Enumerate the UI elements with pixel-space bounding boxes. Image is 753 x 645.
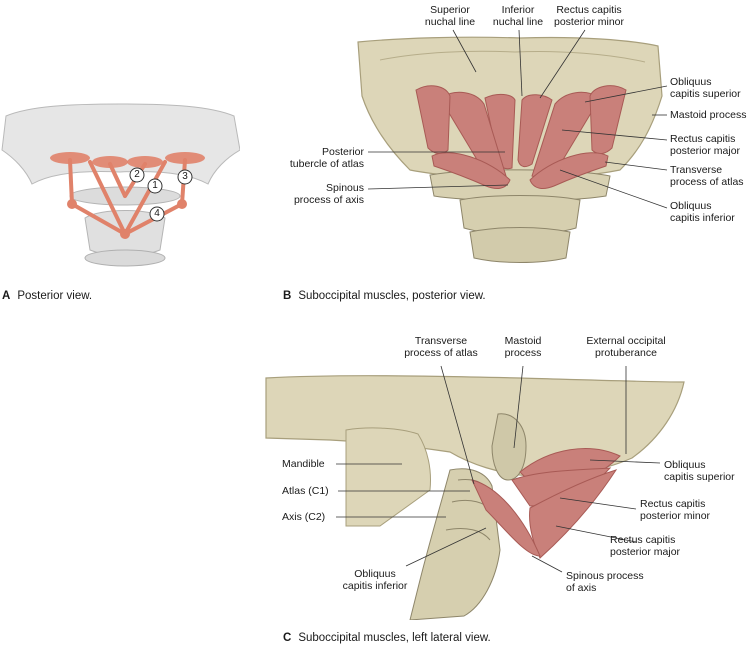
label-mastoid-process: Mastoid process xyxy=(670,109,747,121)
caption-b: B Suboccipital muscles, posterior view. xyxy=(283,289,486,303)
caption-a-letter: A xyxy=(2,290,11,302)
caption-c-text: Suboccipital muscles, left lateral view. xyxy=(298,632,491,644)
oci-left xyxy=(431,152,511,189)
panel-c-illustration xyxy=(265,365,685,620)
mastoid xyxy=(491,413,527,481)
suboccipital-muscles-lateral xyxy=(471,448,621,559)
label-c-axis: Axis (C2) xyxy=(282,511,326,523)
ocs-left xyxy=(415,85,451,155)
panel-a-illustration xyxy=(1,103,240,267)
caption-c: C Suboccipital muscles, left lateral view… xyxy=(283,631,491,645)
marker-1-label: 1 xyxy=(152,180,158,191)
label-c-atlas: Atlas (C1) xyxy=(282,485,329,497)
suboccipital-muscles xyxy=(415,85,627,189)
marker-2-label: 2 xyxy=(134,169,140,180)
oci-lateral xyxy=(471,479,541,557)
rcp-major-lateral xyxy=(529,469,618,559)
panel-b-illustration xyxy=(357,29,668,263)
marker-3-label: 3 xyxy=(182,171,188,182)
schematic-skull xyxy=(1,103,240,185)
cervical-column xyxy=(409,468,501,620)
caption-a-text: Posterior view. xyxy=(17,290,93,302)
mandible xyxy=(345,427,431,527)
caption-b-letter: B xyxy=(283,290,292,302)
caption-a: A Posterior view. xyxy=(2,289,92,303)
number-markers xyxy=(129,167,193,222)
caption-c-letter: C xyxy=(283,632,292,644)
oci-right xyxy=(529,152,609,189)
schematic-c3 xyxy=(84,249,166,267)
panel-a: 1 2 3 4 xyxy=(0,100,240,300)
rcp-minor-right xyxy=(517,94,553,168)
label-c-mandible: Mandible xyxy=(282,458,325,470)
marker-4-label: 4 xyxy=(154,208,160,219)
caption-b-text: Suboccipital muscles, posterior view. xyxy=(298,290,486,302)
